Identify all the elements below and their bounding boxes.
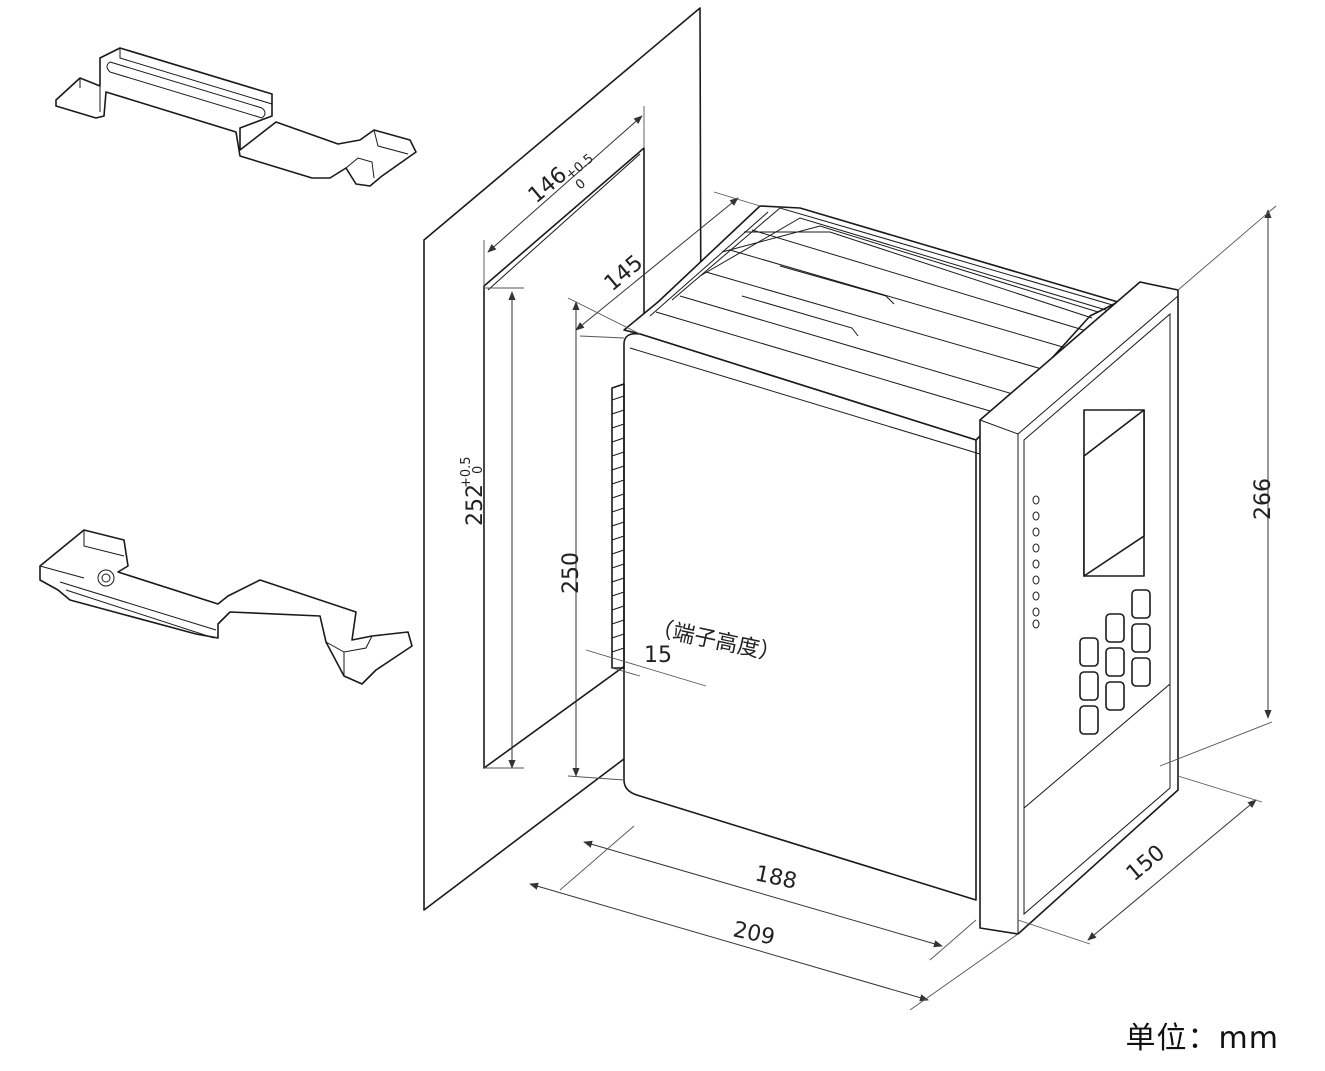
- dim-panel-cutout-height-tol: +0.5: [459, 456, 474, 488]
- dim-panel-cutout-height-tol-low: 0: [471, 466, 486, 474]
- led-indicators: [1032, 495, 1040, 629]
- dim-front-height: 266: [1251, 478, 1276, 520]
- dim-depth-body: 188: [753, 861, 799, 894]
- lower-mounting-bracket: [39, 529, 413, 685]
- terminal-block: [611, 383, 625, 669]
- device-case: [611, 205, 1179, 935]
- dim-terminal-height: 15: [644, 643, 672, 668]
- unit-label: 单位：mm: [1125, 1021, 1279, 1056]
- keypad: [1079, 589, 1151, 735]
- dim-front-width: 150: [1122, 840, 1170, 886]
- dim-case-height: 250: [559, 552, 584, 594]
- dim-depth-total: 209: [731, 917, 777, 950]
- upper-mounting-bracket: [55, 47, 417, 187]
- dim-panel-cutout-height: 252: [463, 484, 488, 526]
- dimension-lines: [483, 106, 1277, 1011]
